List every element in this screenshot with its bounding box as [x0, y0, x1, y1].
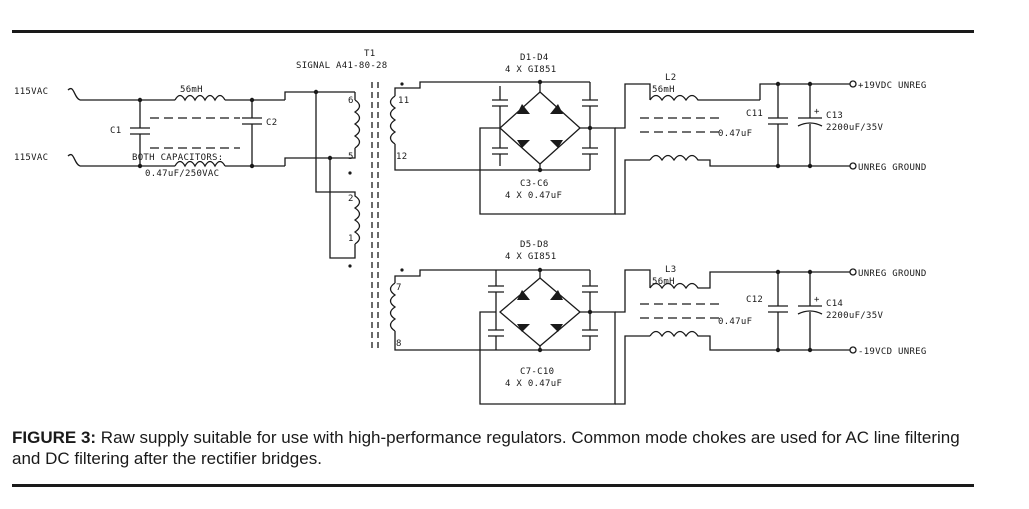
figure-caption-text: Raw supply suitable for use with high-pe…	[12, 428, 960, 468]
c14-plus: +	[814, 295, 820, 305]
pin-2: 2	[348, 194, 354, 204]
t1-label: T1	[364, 49, 375, 59]
pin-8: 8	[396, 339, 402, 349]
figure-caption: FIGURE 3: Raw supply suitable for use wi…	[12, 427, 977, 469]
c13-value: 2200uF/35V	[826, 123, 883, 133]
d5-d8-label: D5-D8	[520, 240, 549, 250]
pin-12: 12	[396, 152, 407, 162]
c7-c10-label: C7-C10	[520, 367, 554, 377]
top-rule	[12, 30, 974, 33]
capacitors-note-line2: 0.47uF/250VAC	[145, 169, 219, 179]
l2-value: 56mH	[652, 85, 675, 95]
d1-d4-part: 4 X GI851	[505, 65, 556, 75]
c13-label: C13	[826, 111, 843, 121]
output-ground-top-label: UNREG GROUND	[858, 163, 927, 173]
ac-input-section: 115VAC 115VAC C1 56mH C2 BOTH CAPACITORS…	[14, 85, 340, 179]
c1-label: C1	[110, 126, 121, 136]
c12-value: 0.47uF	[718, 317, 752, 327]
c12-label: C12	[746, 295, 763, 305]
l1-value: 56mH	[180, 85, 203, 95]
c11-value: 0.47uF	[718, 129, 752, 139]
ac-input-bottom-label: 115VAC	[14, 153, 48, 163]
transformer-t1: T1 SIGNAL A41-80-28 6 5 2 1 11 12 7 8	[296, 49, 470, 351]
bottom-dc-filter: L3 56mH C12 0.47uF + C14 2200uF/35V UNRE…	[615, 265, 927, 405]
bottom-rule	[12, 484, 974, 487]
c13-plus: +	[814, 107, 820, 117]
c7-c10-value: 4 X 0.47uF	[505, 379, 562, 389]
output-positive-label: +19VDC UNREG	[858, 81, 927, 91]
c3-c6-label: C3-C6	[520, 179, 549, 189]
figure-caption-label: FIGURE 3:	[12, 428, 97, 447]
t1-part-number: SIGNAL A41-80-28	[296, 61, 388, 71]
pin-5: 5	[348, 152, 354, 162]
bridge-d1-d4: D1-D4 4 X GI851 C3-C6 4 X 0.47uF	[470, 53, 616, 215]
output-ground-bottom-label: UNREG GROUND	[858, 269, 927, 279]
output-negative-label: -19VCD UNREG	[858, 347, 927, 357]
d5-d8-part: 4 X GI851	[505, 252, 556, 262]
l2-label: L2	[665, 73, 676, 83]
c14-label: C14	[826, 299, 843, 309]
c3-c6-value: 4 X 0.47uF	[505, 191, 562, 201]
c11-label: C11	[746, 109, 763, 119]
power-supply-schematic: 115VAC 115VAC C1 56mH C2 BOTH CAPACITORS…	[14, 49, 927, 405]
capacitors-note-line1: BOTH CAPACITORS:	[132, 153, 224, 163]
pin-11: 11	[398, 96, 409, 106]
ac-input-top-label: 115VAC	[14, 87, 48, 97]
d1-d4-label: D1-D4	[520, 53, 549, 63]
l3-value: 56mH	[652, 277, 675, 287]
top-dc-filter: L2 56mH C11 0.47uF + C13 2200uF/35V +19V…	[615, 73, 927, 215]
c2-label: C2	[266, 118, 277, 128]
pin-7: 7	[396, 283, 402, 293]
c14-value: 2200uF/35V	[826, 311, 883, 321]
bridge-d5-d8: D5-D8 4 X GI851 C7-C10 4 X 0.47uF	[470, 240, 616, 405]
pin-6: 6	[348, 96, 354, 106]
l3-label: L3	[665, 265, 676, 275]
pin-1: 1	[348, 234, 354, 244]
